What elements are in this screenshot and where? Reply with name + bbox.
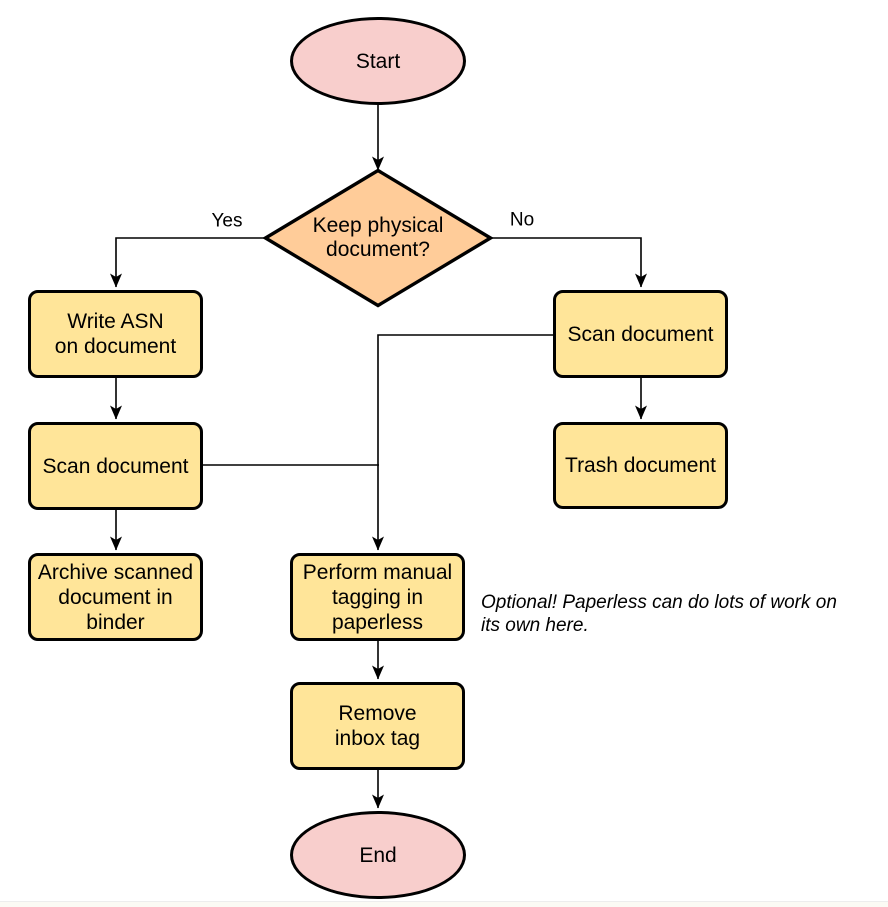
node-scan-right-label: Scan document xyxy=(567,322,714,346)
node-remove-inbox-label: Remove inbox tag xyxy=(334,702,421,750)
edge-decision-yes-to-write-asn xyxy=(110,237,264,288)
node-archive-binder: Archive scanned document in binder xyxy=(28,553,203,641)
edge-label-no: No xyxy=(507,209,537,231)
annotation-optional-note: Optional! Paperless can do lots of work … xyxy=(481,592,837,636)
node-decision-label: Keep physical document? xyxy=(312,214,444,261)
node-start-label: Start xyxy=(355,49,401,73)
node-start: Start xyxy=(290,17,466,105)
node-scan-document-right: Scan document xyxy=(553,290,728,378)
edge-label-yes: Yes xyxy=(209,210,245,232)
node-archive-label: Archive scanned document in binder xyxy=(37,560,194,634)
node-write-asn: Write ASN on document xyxy=(28,290,203,378)
node-scan-document-left: Scan document xyxy=(28,422,203,510)
node-trash-document: Trash document xyxy=(553,422,728,509)
node-end-label: End xyxy=(359,843,397,867)
decision-diamond-shape xyxy=(263,168,493,308)
node-decision-keep-physical: Keep physical document? xyxy=(263,168,493,308)
node-perform-tagging: Perform manual tagging in paperless xyxy=(290,553,465,641)
bottom-page-strip xyxy=(0,901,888,907)
node-trash-label: Trash document xyxy=(565,454,716,477)
edge-decision-no-to-scan-right xyxy=(492,237,647,288)
node-write-asn-label: Write ASN on document xyxy=(54,310,177,358)
edge-scan-right-to-tagging xyxy=(372,334,553,551)
node-tagging-label: Perform manual tagging in paperless xyxy=(302,560,453,634)
node-remove-inbox-tag: Remove inbox tag xyxy=(290,682,465,770)
node-scan-left-label: Scan document xyxy=(42,454,189,478)
node-end: End xyxy=(290,811,466,899)
